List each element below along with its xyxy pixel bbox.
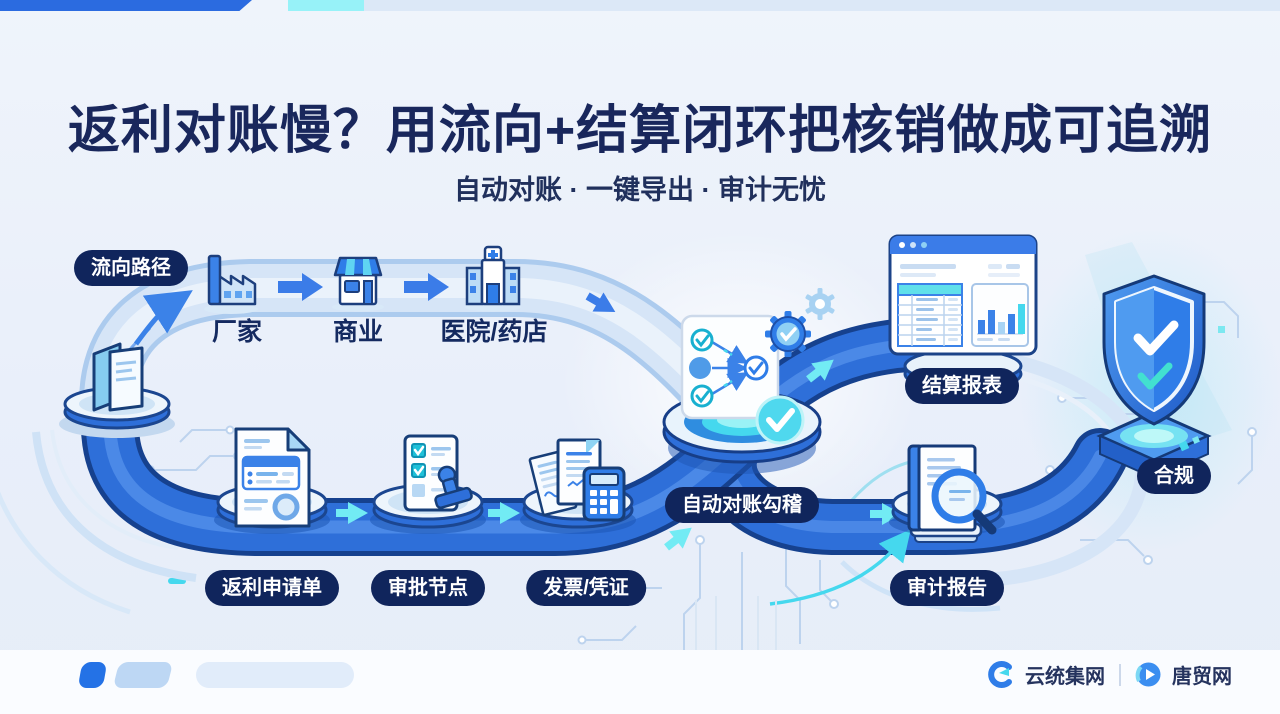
compliance-badge: 合规 [1137,458,1211,494]
flow-documents-icon [72,336,162,428]
small-gear-icon [805,288,835,320]
approval-stamp-icon [385,434,480,534]
node-label-hospital: 医院/药店 [440,318,548,346]
top-strip-light [364,0,1280,11]
center-hatch [695,596,777,658]
big-check-icon [755,395,805,445]
page-title: 返利对账慢？用流向+结算闭环把核销做成可追溯 [67,102,1213,160]
top-strip-blue [0,0,252,11]
brand-right-name: 唐贸网 [1172,666,1232,688]
yuntong-logo-icon [988,661,1012,688]
settlement-report-icon [888,234,1038,356]
reconciliation-card-icon [668,288,838,458]
top-strip-cyan [288,0,364,11]
footer-shape-1 [77,662,108,688]
footer-brands: 云统集网 唐贸网 [988,660,1232,689]
gear-check-icon [765,311,811,357]
arrow-store-hospital [404,273,449,301]
hospital-icon [460,244,526,312]
arrow-factory-store [278,273,323,301]
audit-report-icon [895,440,1005,560]
rebate-form-icon [230,425,315,530]
factory-icon [198,250,262,314]
flow-path-badge: 流向路径 [74,250,188,286]
tangmao-logo-icon [1135,662,1161,687]
settlement-report-badge: 结算报表 [905,368,1019,404]
node-label-commerce: 商业 [332,318,384,346]
brand-left-name: 云统集网 [1025,666,1105,688]
footer-shape-3 [196,662,354,688]
store-icon [328,250,388,312]
approval-badge: 审批节点 [371,570,485,606]
footer-shape-2 [112,662,174,688]
invoice-badge: 发票/凭证 [526,570,646,606]
node-label-factory: 厂家 [211,318,263,346]
brand-separator [1119,663,1121,686]
footer: 云统集网 唐贸网 [0,650,1280,714]
compliance-shield-icon [1096,272,1216,484]
page-subtitle: 自动对账 · 一键导出 · 审计无忧 [454,175,826,205]
auto-reconciliation-badge: 自动对账勾稽 [665,487,819,523]
invoice-calculator-icon [528,438,628,533]
audit-report-badge: 审计报告 [890,570,1004,606]
rebate-form-badge: 返利申请单 [205,570,339,606]
arrow-to-compliance [769,529,911,606]
